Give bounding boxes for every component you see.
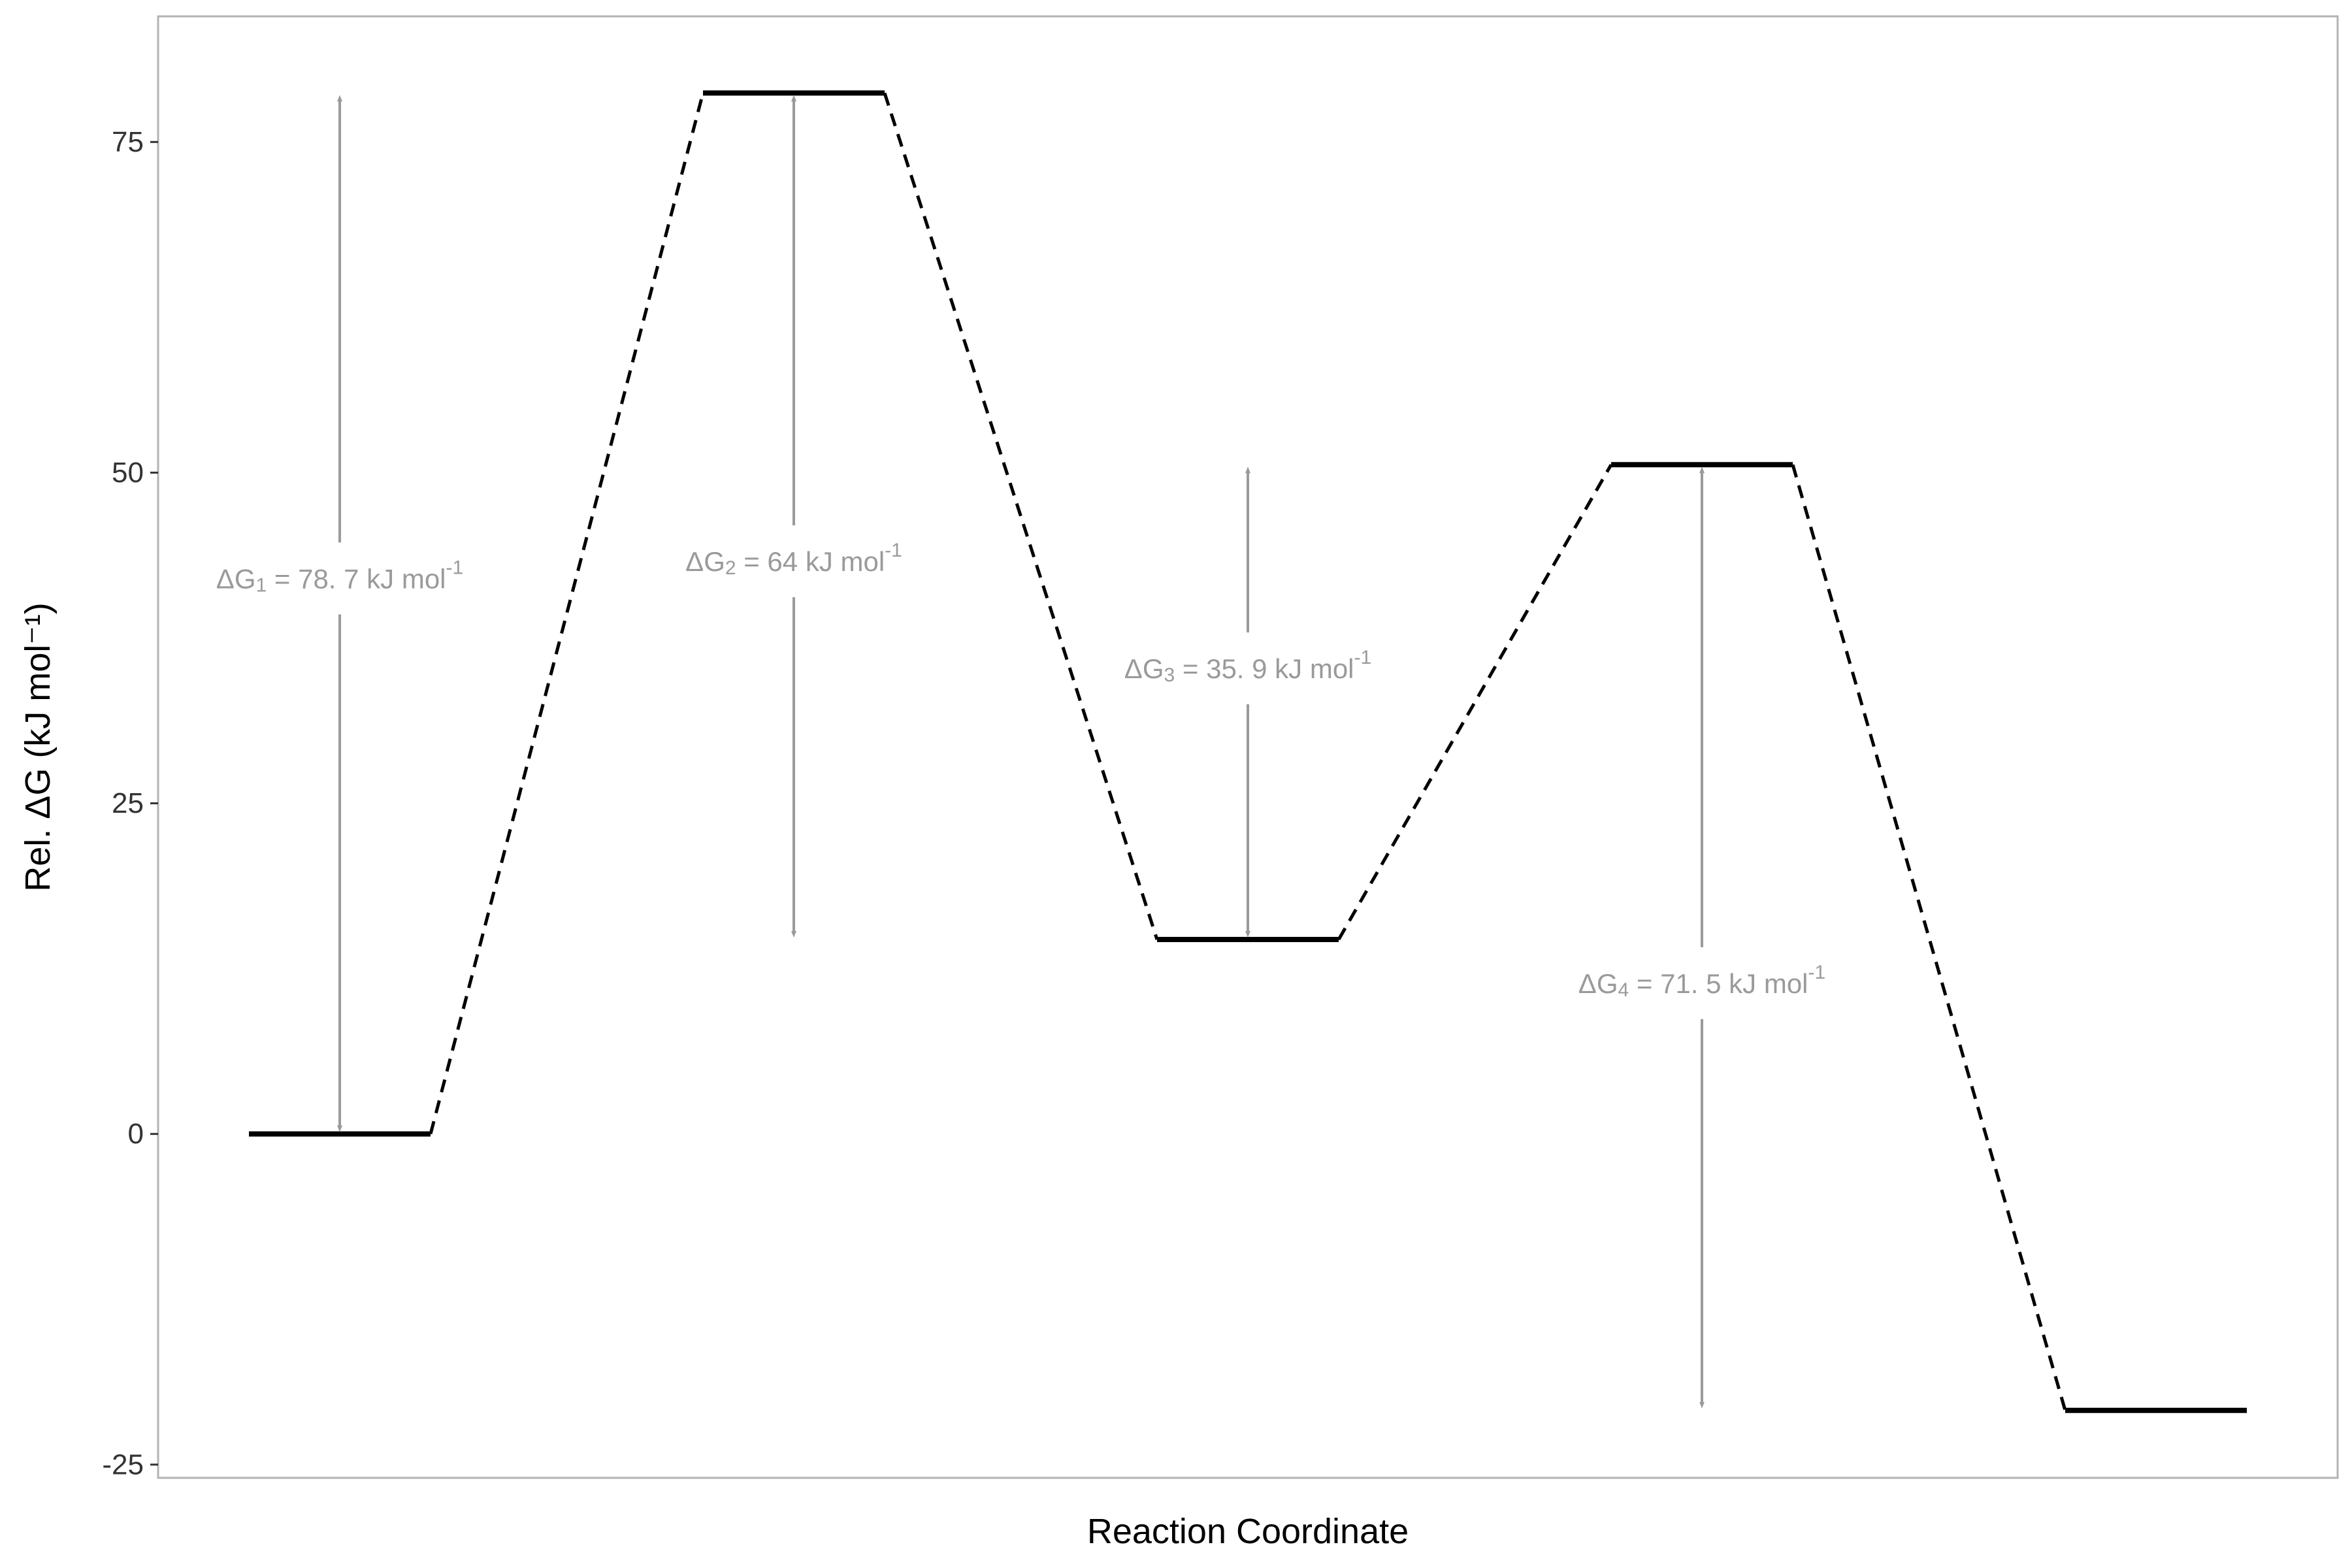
y-tick-label: 25 bbox=[112, 787, 144, 819]
connector-line bbox=[429, 92, 705, 1135]
y-tick-label: 0 bbox=[128, 1118, 144, 1150]
y-axis-title: Rel. ΔG (kJ mol⁻¹) bbox=[18, 602, 57, 892]
x-axis-title: Reaction Coordinate bbox=[1087, 1512, 1409, 1551]
annotation-label: ΔG2 = 64 kJ mol-1 bbox=[685, 540, 902, 579]
annotation-label: ΔG1 = 78. 7 kJ mol-1 bbox=[216, 557, 463, 596]
annotation-label: ΔG4 = 71. 5 kJ mol-1 bbox=[1578, 961, 1825, 1000]
y-tick-label: 75 bbox=[112, 126, 144, 158]
y-tick-label: -25 bbox=[102, 1448, 144, 1480]
connector-line bbox=[883, 92, 1159, 940]
annotation-label: ΔG3 = 35. 9 kJ mol-1 bbox=[1124, 647, 1371, 686]
connector-line bbox=[1337, 464, 1613, 941]
plot-panel-border bbox=[157, 15, 2339, 1479]
connector-line bbox=[1791, 464, 2067, 1411]
y-tick-label: 50 bbox=[112, 457, 144, 489]
